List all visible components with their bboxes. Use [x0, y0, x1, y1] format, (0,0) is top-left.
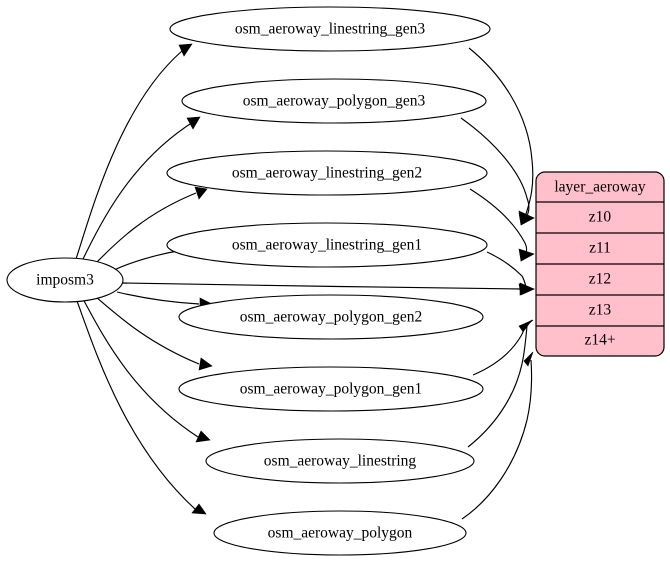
node-osm-aeroway-polygon-gen3-shape[interactable] [181, 78, 487, 124]
arrowhead-imposm3-to-polygon-gen1 [198, 357, 213, 371]
edge-linestring-gen3-to-z10 [468, 47, 534, 215]
node-osm-aeroway-polygon-gen1[interactable]: osm_aeroway_polygon_gen1 [178, 366, 484, 412]
node-osm-aeroway-linestring-gen2-label: osm_aeroway_linestring_gen2 [232, 165, 422, 182]
node-osm-aeroway-polygon-gen1-shape[interactable] [178, 366, 484, 412]
record-row-z13-label: z13 [589, 302, 612, 319]
node-osm-aeroway-linestring[interactable]: osm_aeroway_linestring [205, 438, 475, 484]
arrowhead-linestring-gen2-to-z11 [518, 248, 535, 262]
arrowhead-imposm3-to-polygon-gen3 [186, 116, 201, 130]
edge-polygon-gen1-to-z13 [472, 322, 527, 376]
node-osm-aeroway-linestring-gen2-shape[interactable] [166, 150, 488, 196]
arrowhead-imposm3-to-linestring-gen2 [194, 186, 208, 200]
record-row-layer-aeroway-label: layer_aeroway [554, 179, 645, 196]
node-osm-aeroway-polygon[interactable]: osm_aeroway_polygon [213, 510, 467, 556]
edge-linestring-gen1-to-z12 [486, 251, 527, 288]
edge-polygon-gen3-to-z10 [460, 117, 530, 217]
node-osm-aeroway-linestring-label: osm_aeroway_linestring [264, 453, 417, 470]
node-osm-aeroway-linestring-gen1-label: osm_aeroway_linestring_gen1 [232, 237, 422, 254]
node-osm-aeroway-polygon-label: osm_aeroway_polygon [268, 525, 413, 542]
node-osm-aeroway-polygon-gen1-label: osm_aeroway_polygon_gen1 [240, 381, 423, 398]
arrowhead-imposm3-to-linestring-gen3 [178, 43, 193, 57]
edge-imposm3-to-linestring-gen3 [75, 50, 183, 260]
node-osm-aeroway-linestring-gen1[interactable]: osm_aeroway_linestring_gen1 [166, 222, 488, 268]
arrowhead-polygon-to-z14plus [523, 351, 534, 367]
edge-imposm3-to-linestring-gen2 [94, 192, 197, 265]
edge-imposm3-to-polygon-gen3 [81, 123, 191, 262]
node-osm-aeroway-polygon-gen3-label: osm_aeroway_polygon_gen3 [243, 93, 426, 110]
arrowhead-linestring-to-z13 [519, 319, 533, 333]
record-row-z12-label: z12 [589, 271, 611, 288]
edge-imposm3-to-polygon [76, 300, 196, 510]
node-imposm3-label: imposm3 [36, 272, 94, 289]
edge-linestring-gen2-to-z11 [469, 188, 528, 254]
node-osm-aeroway-linestring-shape[interactable] [205, 438, 475, 484]
edge-imposm3-to-linestring [82, 298, 199, 438]
arrowhead-imposm3-to-polygon [191, 503, 207, 515]
arrowhead-polygon-gen3-to-z10 [518, 212, 535, 226]
node-osm-aeroway-polygon-gen2-label: osm_aeroway_polygon_gen2 [240, 309, 423, 326]
edge-group-tables-to-layer [120, 47, 535, 520]
node-osm-aeroway-linestring-gen1-shape[interactable] [166, 222, 488, 268]
record-row-z14plus-label: z14+ [584, 332, 615, 349]
node-layer-aeroway-record[interactable]: layer_aeroway z10 z11 z12 z13 z14+ [535, 171, 665, 357]
node-imposm3-shape[interactable] [6, 257, 124, 303]
edge-polygon-to-z14plus [461, 359, 533, 520]
record-row-z10-label: z10 [589, 209, 612, 226]
arrowhead-polygon-gen2-to-z12 [519, 282, 535, 296]
node-osm-aeroway-polygon-shape[interactable] [213, 510, 467, 556]
node-osm-aeroway-polygon-gen2[interactable]: osm_aeroway_polygon_gen2 [178, 294, 484, 340]
node-imposm3[interactable]: imposm3 [6, 257, 124, 303]
node-osm-aeroway-linestring-gen3-shape[interactable] [169, 6, 491, 52]
arrowhead-imposm3-to-linestring [195, 430, 211, 443]
node-osm-aeroway-polygon-gen3[interactable]: osm_aeroway_polygon_gen3 [181, 78, 487, 124]
edge-imposm3-to-polygon-gen2 [116, 291, 200, 305]
node-osm-aeroway-linestring-gen3-label: osm_aeroway_linestring_gen3 [235, 21, 426, 38]
node-osm-aeroway-polygon-gen2-shape[interactable] [178, 294, 484, 340]
node-osm-aeroway-linestring-gen2[interactable]: osm_aeroway_linestring_gen2 [166, 150, 488, 196]
record-row-z11-label: z11 [589, 240, 611, 257]
edge-imposm3-to-polygon-gen1 [95, 296, 200, 365]
edge-polygon-gen2-to-z12 [120, 282, 523, 290]
node-osm-aeroway-linestring-gen3[interactable]: osm_aeroway_linestring_gen3 [169, 6, 491, 52]
edge-linestring-to-z13 [467, 325, 528, 448]
